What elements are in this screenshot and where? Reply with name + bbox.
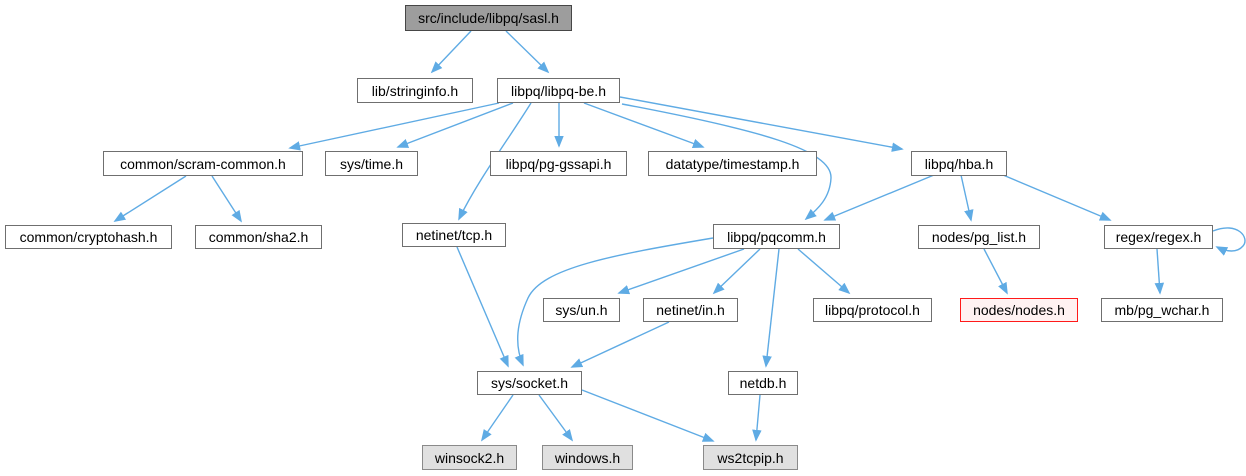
- node-netinet-tcp-h[interactable]: netinet/tcp.h: [402, 223, 506, 247]
- node-sys-socket-h[interactable]: sys/socket.h: [477, 371, 582, 395]
- node-regex-regex-h[interactable]: regex/regex.h: [1104, 225, 1213, 249]
- edge-hba-to-regex: [1002, 174, 1112, 221]
- node-lib-stringinfo-h[interactable]: lib/stringinfo.h: [357, 78, 473, 103]
- node-windows-h[interactable]: windows.h: [542, 445, 633, 470]
- node-winsock2-h[interactable]: winsock2.h: [422, 445, 517, 470]
- edge-scram-to-cryptohash: [113, 175, 187, 222]
- node-nodes-nodes-h[interactable]: nodes/nodes.h: [960, 298, 1078, 322]
- edge-hba-to-pqcomm: [823, 174, 935, 221]
- node-libpq-pqcomm-h[interactable]: libpq/pqcomm.h: [713, 224, 840, 249]
- edge-libpq-be-to-scram: [288, 102, 500, 151]
- node-ws2tcpip-h[interactable]: ws2tcpip.h: [703, 445, 798, 470]
- edge-pg-list-to-nodes: [983, 248, 1008, 295]
- edge-sasl-to-libpq-be: [505, 30, 550, 74]
- edge-pqcomm-to-protocol: [797, 248, 851, 295]
- node-common-sha2-h[interactable]: common/sha2.h: [195, 225, 322, 249]
- node-src-include-libpq-sasl-h[interactable]: src/include/libpq/sasl.h: [405, 5, 572, 31]
- node-libpq-protocol-h[interactable]: libpq/protocol.h: [813, 298, 932, 322]
- node-netdb-h[interactable]: netdb.h: [728, 371, 798, 395]
- node-mb-pg-wchar-h[interactable]: mb/pg_wchar.h: [1101, 298, 1223, 322]
- edge-libpq-be-to-timestamp: [583, 102, 705, 148]
- node-libpq-hba-h[interactable]: libpq/hba.h: [911, 151, 1007, 176]
- node-common-scram-common-h[interactable]: common/scram-common.h: [103, 151, 303, 176]
- edge-libpq-be-to-sys-time: [396, 102, 514, 148]
- node-datatype-timestamp-h[interactable]: datatype/timestamp.h: [648, 151, 817, 176]
- edge-sys-socket-to-windows: [538, 394, 574, 442]
- node-sys-un-h[interactable]: sys/un.h: [543, 298, 620, 322]
- edge-netdb-to-ws2tcpip: [752, 394, 762, 442]
- edge-libpq-be-to-hba: [619, 96, 904, 152]
- edge-regex-self-loop: [1212, 227, 1246, 256]
- edge-sys-socket-to-winsock2: [480, 394, 514, 442]
- node-libpq-pg-gssapi-h[interactable]: libpq/pg-gssapi.h: [490, 151, 627, 176]
- edge-sys-socket-to-ws2tcpip: [581, 389, 715, 442]
- edge-hba-to-pg-list: [960, 174, 974, 222]
- edge-scram-to-sha2: [211, 175, 242, 223]
- edge-netinet-in-to-sys-socket: [570, 321, 670, 368]
- node-netinet-in-h[interactable]: netinet/in.h: [643, 298, 738, 322]
- edge-regex-to-pg-wchar: [1154, 248, 1165, 295]
- edge-pqcomm-to-netinet-in: [712, 248, 761, 295]
- node-nodes-pg-list-h[interactable]: nodes/pg_list.h: [918, 225, 1040, 249]
- edge-pqcomm-to-netdb: [762, 248, 780, 368]
- edge-pqcomm-to-sys-socket: [514, 237, 714, 367]
- node-libpq-libpq-be-h[interactable]: libpq/libpq-be.h: [497, 78, 620, 103]
- node-common-cryptohash-h[interactable]: common/cryptohash.h: [5, 225, 172, 249]
- edge-libpq-be-to-pqcomm: [621, 103, 832, 221]
- node-sys-time-h[interactable]: sys/time.h: [325, 151, 418, 176]
- edge-sasl-to-stringinfo: [430, 30, 472, 74]
- edge-pqcomm-to-sys-un: [617, 248, 745, 295]
- edge-netinet-tcp-to-sys-socket: [456, 246, 509, 368]
